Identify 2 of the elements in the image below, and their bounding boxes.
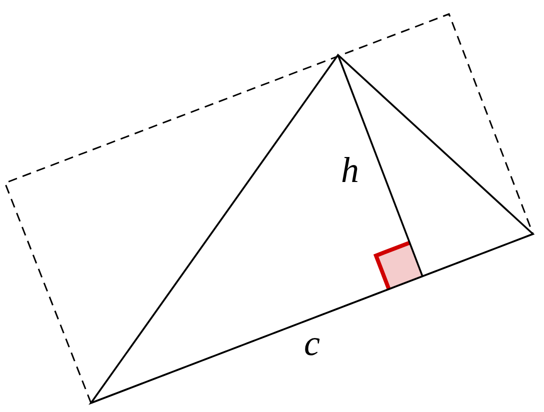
altitude-label: h (341, 150, 359, 190)
side-label: c (304, 323, 320, 363)
